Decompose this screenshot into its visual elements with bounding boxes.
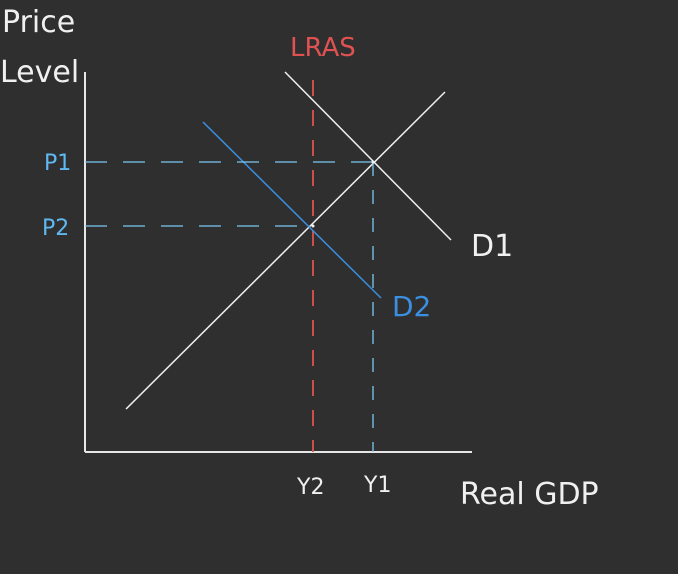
y-axis-label-line1: Price [2, 5, 75, 40]
d1-label: D1 [471, 229, 513, 264]
equilibrium-point-2 [311, 224, 315, 228]
x-axis-label: Real GDP [460, 477, 599, 512]
y-axis-label-line2: Level [0, 55, 79, 90]
demand-curve-d1 [284, 71, 452, 241]
lras-label: LRAS [290, 33, 356, 63]
p1-label: P1 [44, 151, 71, 176]
equilibrium-point-1 [371, 160, 375, 164]
d2-label: D2 [392, 290, 431, 323]
demand-curve-d2 [202, 121, 382, 299]
y2-label: Y2 [296, 475, 324, 500]
y1-label: Y1 [363, 473, 391, 498]
p2-label: P2 [42, 216, 69, 241]
aggregate-supply-curve [125, 91, 446, 410]
